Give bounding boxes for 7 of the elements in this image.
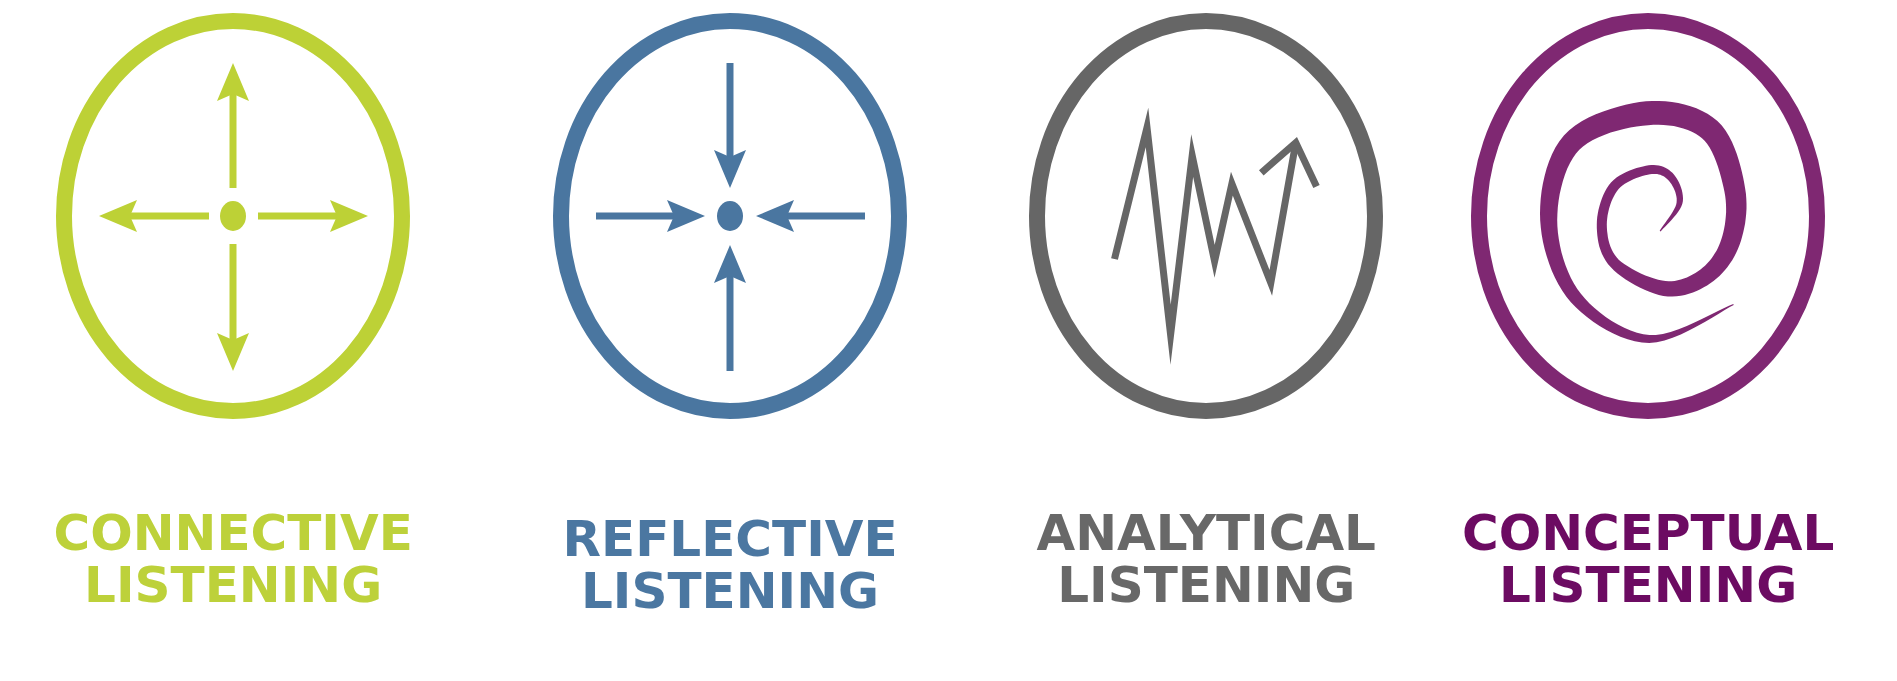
category-caption: CONCEPTUAL LISTENING [1462, 507, 1835, 611]
category-caption: REFLECTIVE LISTENING [562, 513, 898, 617]
spiral-icon [1471, 13, 1825, 419]
outward-arrows-icon [56, 13, 410, 419]
category-caption: ANALYTICAL LISTENING [1036, 507, 1376, 611]
category-caption: CONNECTIVE LISTENING [53, 507, 413, 611]
inward-arrows-icon [553, 13, 907, 419]
